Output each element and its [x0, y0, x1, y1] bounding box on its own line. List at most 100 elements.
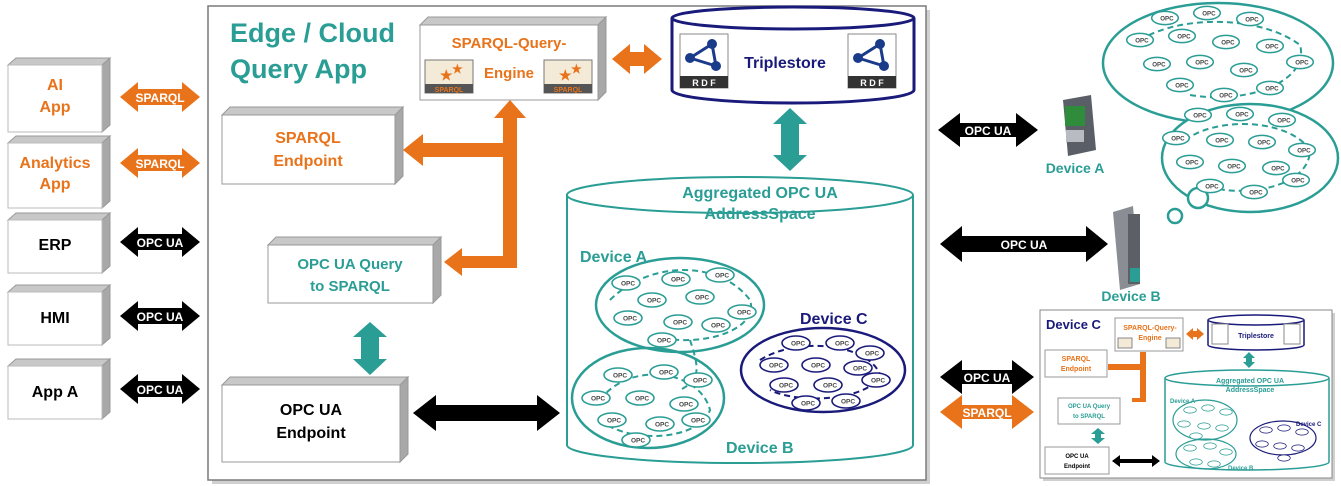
opc-node-icon: OPC: [1211, 34, 1241, 50]
mini-device-c: Device C: [1296, 422, 1322, 428]
device-b-hardware-icon: [1113, 206, 1140, 290]
device-a-label: Device A: [580, 249, 647, 266]
address-space-line2: AddressSpace: [704, 206, 815, 223]
svg-text:OPC: OPC: [673, 320, 687, 327]
opc-node-icon: OPC: [645, 416, 675, 432]
mini-triplestore: Triplestore: [1238, 333, 1274, 340]
opc-node-icon: OPC: [769, 377, 799, 393]
opc-node-icon: OPC: [661, 271, 691, 287]
opc-node-icon: OPC: [1185, 54, 1215, 70]
opcua-query-line2: to SPARQL: [310, 278, 390, 295]
opc-node-icon: [1219, 408, 1233, 416]
opc-node-icon: OPC: [727, 304, 757, 320]
opc-node-icon: [1183, 406, 1197, 414]
arrow-sparql-analytics-label: SPARQL: [135, 157, 184, 171]
svg-text:OPC: OPC: [1152, 61, 1166, 68]
device-a-hardware-icon: [1063, 95, 1096, 156]
opc-node-icon: OPC: [825, 335, 855, 351]
client-erp: ERP: [6, 211, 112, 275]
opc-node-icon: [1291, 444, 1305, 452]
opc-node-icon: OPC: [1229, 62, 1259, 78]
opcua-endpoint-line1: OPC UA: [280, 402, 343, 419]
client-hmi: HMI: [6, 283, 112, 347]
opcua-endpoint: OPC UA Endpoint: [220, 375, 410, 464]
svg-text:OPC: OPC: [823, 383, 837, 390]
svg-text:OPC: OPC: [1171, 135, 1185, 142]
svg-text:OPC: OPC: [1177, 33, 1191, 40]
svg-text:OPC: OPC: [621, 281, 635, 288]
star-icon: ★: [571, 62, 582, 76]
sparql-endpoint-line1: SPARQL: [275, 130, 341, 147]
arrow-endpoint-addressspace: [413, 395, 560, 431]
arrow-device-c-sparql: [940, 395, 1034, 429]
opc-node-icon: OPC: [681, 412, 711, 428]
arrow-device-b-label: OPC UA: [1001, 238, 1048, 252]
device-c-node-cluster: [739, 326, 907, 414]
svg-text:OPC: OPC: [1277, 117, 1291, 124]
sparql-logo-left: ★ ★ SPARQL: [424, 59, 474, 94]
opc-node-icon: [1197, 422, 1211, 430]
svg-text:OPC: OPC: [715, 273, 729, 280]
sparql-engine-line2: Engine: [484, 65, 534, 82]
opc-node-icon: [1215, 424, 1229, 432]
opc-node-icon: OPC: [597, 412, 627, 428]
opc-node-icon: OPC: [1287, 142, 1317, 158]
svg-text:OPC: OPC: [835, 341, 849, 348]
client-hmi-label: HMI: [40, 310, 69, 327]
opc-node-icon: [1277, 424, 1291, 432]
svg-text:OPC: OPC: [1219, 92, 1233, 99]
opc-node-icon: [1189, 432, 1203, 440]
svg-text:OPC: OPC: [1291, 177, 1305, 184]
opc-node-icon: OPC: [801, 357, 831, 373]
opc-node-group: [1177, 404, 1309, 468]
svg-text:OPC: OPC: [1221, 39, 1235, 46]
opc-node-icon: OPC: [1239, 184, 1269, 200]
svg-text:OPC: OPC: [769, 363, 783, 370]
mini-opcua-endpoint-line1: OPC UA: [1065, 454, 1089, 460]
triplestore: Triplestore R D F R D F: [670, 5, 916, 105]
svg-text:OPC: OPC: [693, 378, 707, 385]
client-app-a-label: App A: [32, 384, 79, 401]
sparql-logo-text: SPARQL: [554, 87, 583, 94]
client-analytics-app-line2: App: [39, 176, 70, 193]
svg-text:OPC: OPC: [1185, 159, 1199, 166]
svg-text:OPC: OPC: [631, 438, 645, 445]
opc-node-icon: OPC: [1255, 80, 1285, 96]
svg-text:OPC: OPC: [1249, 189, 1263, 196]
star-icon: ★: [452, 62, 463, 76]
svg-text:OPC: OPC: [655, 422, 669, 429]
opc-node-icon: OPC: [663, 314, 693, 330]
mini-opcua-query-line2: to SPARQL: [1073, 414, 1105, 420]
opc-node-icon: OPC: [625, 390, 655, 406]
opc-node-icon: OPC: [669, 396, 699, 412]
opc-node-icon: OPC: [843, 360, 873, 376]
svg-text:OPC: OPC: [1175, 82, 1189, 89]
svg-text:OPC: OPC: [1239, 67, 1253, 74]
arrow-sparql-analytics: SPARQL: [120, 148, 200, 178]
opc-node-icon: OPC: [613, 310, 643, 326]
opc-node-icon: OPC: [647, 332, 677, 348]
svg-text:OPC: OPC: [671, 277, 685, 284]
arrow-triplestore-addressspace: [773, 108, 807, 171]
opc-node-icon: OPC: [831, 393, 861, 409]
svg-text:OPC: OPC: [1202, 10, 1216, 17]
svg-text:OPC: OPC: [1297, 147, 1311, 154]
opc-node-icon: OPC: [1142, 56, 1172, 72]
device-b-node-cluster: [570, 346, 726, 450]
mini-as-line2: AddressSpace: [1226, 387, 1275, 394]
client-analytics-app-line1: Analytics: [19, 155, 90, 172]
opc-node-icon: [1189, 458, 1203, 466]
opc-node-icon: OPC: [813, 377, 843, 393]
opc-node-icon: OPC: [611, 275, 641, 291]
svg-text:OPC: OPC: [1245, 16, 1259, 23]
opc-node-icon: OPC: [781, 335, 811, 351]
mini-device-a: Device A: [1170, 399, 1196, 405]
opc-node-icon: OPC: [1281, 172, 1311, 188]
arrow-opcua-erp-label: OPC UA: [137, 236, 184, 250]
sparql-logo-right: ★ ★ SPARQL: [543, 59, 593, 94]
opc-node-icon: OPC: [1225, 106, 1255, 122]
address-space-line1: Aggregated OPC UA: [682, 185, 838, 202]
opc-node-icon: OPC: [581, 390, 611, 406]
sparql-endpoint-line2: Endpoint: [273, 153, 343, 170]
rdf-icon-text: R D F: [692, 78, 716, 88]
